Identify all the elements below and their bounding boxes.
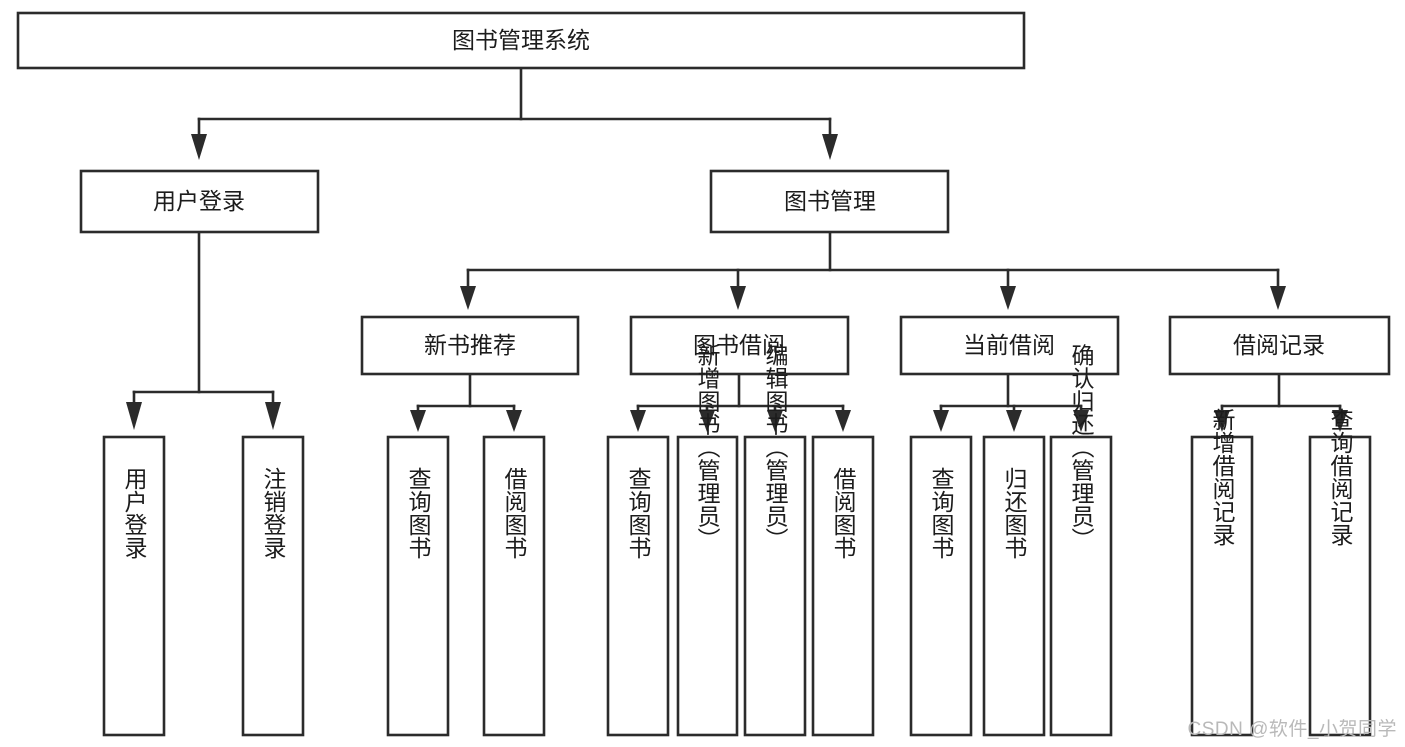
arrow-head-leaf-query-book-1	[410, 410, 426, 432]
node-borrow-record-label: 借阅记录	[1233, 332, 1325, 358]
node-user-login-box[interactable]	[79, 169, 320, 234]
node-leaf-query-record-box[interactable]	[1308, 435, 1372, 737]
node-leaf-borrow-book-1[interactable]: 借阅图书	[482, 435, 546, 737]
arrow-head-book-manage	[822, 134, 838, 160]
node-leaf-return-book-label: 归还图书	[1001, 467, 1028, 559]
node-leaf-return-book-box[interactable]	[982, 435, 1046, 737]
node-leaf-query-book-1[interactable]: 查询图书	[386, 435, 450, 737]
node-leaf-logout-box[interactable]	[241, 435, 305, 737]
node-book-manage[interactable]: 图书管理	[709, 169, 950, 234]
node-current-borrow-label: 当前借阅	[963, 332, 1055, 358]
arrow-head-leaf-logout	[265, 402, 281, 430]
arrow-head-leaf-add-book	[699, 410, 715, 432]
arrow-head-current-borrow	[1000, 286, 1016, 310]
node-leaf-query-book-1-label: 查询图书	[405, 467, 432, 559]
arrow-head-leaf-borrow-book-1	[506, 410, 522, 432]
connector-group-book-manage	[460, 230, 1286, 310]
arrow-head-leaf-query-record	[1332, 410, 1348, 432]
node-leaf-query-book-1-box[interactable]	[386, 435, 450, 737]
node-leaf-query-book-3-label: 查询图书	[928, 467, 955, 559]
node-leaf-user-login[interactable]: 用户登录	[102, 435, 166, 737]
node-borrow-record-box[interactable]	[1168, 315, 1391, 376]
arrow-head-leaf-confirm-return	[1073, 410, 1089, 432]
connector-group-current-borrow	[933, 372, 1089, 432]
arrow-head-leaf-query-book-3	[933, 410, 949, 432]
node-leaf-query-book-3-box[interactable]	[909, 435, 973, 737]
arrow-head-new-book-rec	[460, 286, 476, 310]
arrow-head-leaf-query-book-2	[630, 410, 646, 432]
node-leaf-confirm-return-box[interactable]	[1049, 435, 1113, 737]
node-leaf-add-book-label: 新增图书（管理员）	[694, 344, 721, 551]
node-leaf-add-record[interactable]: 新增借阅记录	[1190, 408, 1254, 737]
node-leaf-return-book[interactable]: 归还图书	[982, 435, 1046, 737]
arrow-head-leaf-borrow-book-2	[835, 410, 851, 432]
node-leaf-edit-book[interactable]: 编辑图书（管理员）	[743, 344, 807, 737]
node-leaf-query-book-2-label: 查询图书	[625, 467, 652, 559]
arrow-head-borrow-record	[1270, 286, 1286, 310]
node-leaf-query-book-3[interactable]: 查询图书	[909, 435, 973, 737]
arrow-head-leaf-return-book	[1006, 410, 1022, 432]
node-leaf-logout[interactable]: 注销登录	[241, 435, 305, 737]
node-leaf-add-record-box[interactable]	[1190, 435, 1254, 737]
arrow-head-book-borrow	[730, 286, 746, 310]
node-root-label: 图书管理系统	[452, 27, 590, 53]
node-book-manage-label: 图书管理	[784, 188, 876, 214]
node-leaf-borrow-book-2[interactable]: 借阅图书	[811, 435, 875, 737]
node-leaf-query-record[interactable]: 查询借阅记录	[1308, 408, 1372, 737]
node-leaf-query-record-label: 查询借阅记录	[1327, 408, 1354, 546]
node-leaf-add-record-label: 新增借阅记录	[1209, 408, 1236, 546]
node-leaf-confirm-return-label: 确认归还（管理员）	[1068, 344, 1095, 551]
node-leaf-add-book-box[interactable]	[676, 435, 739, 737]
node-leaf-borrow-book-1-label: 借阅图书	[501, 467, 528, 559]
node-leaf-add-book[interactable]: 新增图书（管理员）	[676, 344, 739, 737]
connector-group-root	[191, 66, 838, 160]
node-current-borrow-box[interactable]	[899, 315, 1120, 376]
arrow-head-leaf-add-record	[1214, 410, 1230, 432]
node-book-borrow[interactable]: 图书借阅	[629, 315, 850, 376]
node-book-borrow-label: 图书借阅	[693, 332, 785, 358]
node-book-borrow-box[interactable]	[629, 315, 850, 376]
arrow-head-leaf-edit-book	[767, 410, 783, 432]
node-root-box[interactable]	[16, 11, 1026, 70]
node-leaf-query-book-2[interactable]: 查询图书	[606, 435, 670, 737]
node-new-book-rec[interactable]: 新书推荐	[360, 315, 580, 376]
node-leaf-borrow-book-1-box[interactable]	[482, 435, 546, 737]
node-user-login-label: 用户登录	[153, 188, 245, 214]
node-new-book-rec-box[interactable]	[360, 315, 580, 376]
node-root[interactable]: 图书管理系统	[16, 11, 1026, 70]
node-leaf-user-login-label: 用户登录	[121, 467, 148, 559]
connector-group-user-login	[126, 230, 281, 430]
arrow-head-user-login	[191, 134, 207, 160]
node-current-borrow[interactable]: 当前借阅	[899, 315, 1120, 376]
node-leaf-query-book-2-box[interactable]	[606, 435, 670, 737]
node-leaf-borrow-book-2-box[interactable]	[811, 435, 875, 737]
connector-group-new-book-rec	[410, 372, 522, 432]
connector-group-book-borrow	[630, 372, 851, 432]
connector-group-borrow-record	[1214, 372, 1348, 432]
node-book-manage-box[interactable]	[709, 169, 950, 234]
node-leaf-user-login-box[interactable]	[102, 435, 166, 737]
node-leaf-edit-book-label: 编辑图书（管理员）	[762, 344, 789, 551]
node-new-book-rec-label: 新书推荐	[424, 332, 516, 358]
node-leaf-edit-book-box[interactable]	[743, 435, 807, 737]
node-leaf-confirm-return[interactable]: 确认归还（管理员）	[1049, 344, 1113, 737]
arrow-head-leaf-user-login	[126, 402, 142, 430]
node-user-login[interactable]: 用户登录	[79, 169, 320, 234]
node-leaf-borrow-book-2-label: 借阅图书	[830, 467, 857, 559]
node-borrow-record[interactable]: 借阅记录	[1168, 315, 1391, 376]
node-leaf-logout-label: 注销登录	[260, 467, 287, 559]
